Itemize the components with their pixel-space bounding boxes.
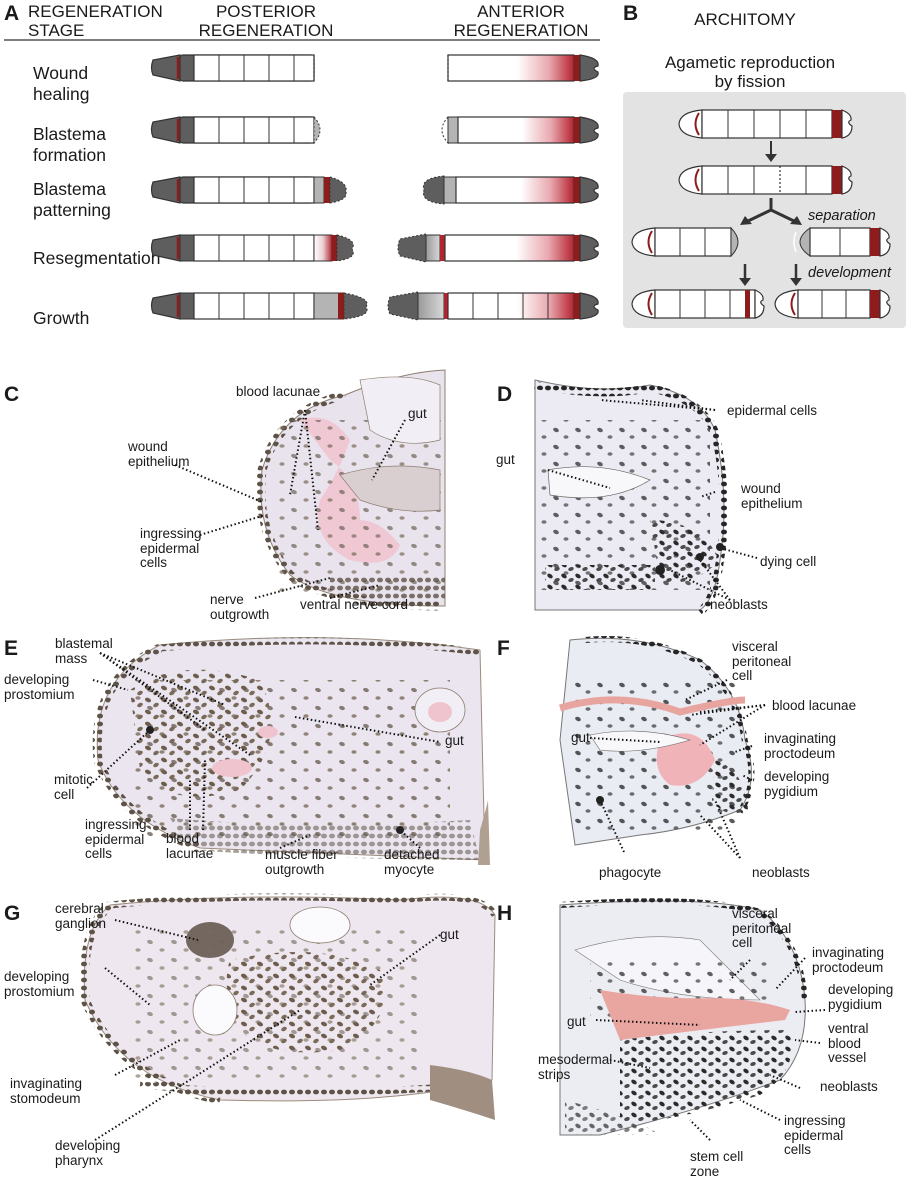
panel-g-letter: G <box>4 902 21 925</box>
architomy-title: ARCHITOMY <box>694 10 796 29</box>
architomy-worm-3b <box>793 227 891 257</box>
separation-label: separation <box>808 208 876 224</box>
f-blood-lacunae-label: blood lacunae <box>772 698 857 713</box>
architomy-worm-4a <box>631 289 765 319</box>
posterior-blastema-patterning-worm <box>150 176 347 204</box>
header-posterior-regeneration: POSTERIOR REGENERATION <box>198 2 334 40</box>
d-wound-epithelium-label: wound epithelium <box>741 481 803 511</box>
h-visceral-peritoneal-cell-label: visceral peritoneal cell <box>732 906 792 950</box>
e-blood-lacunae-label: blood lacunae <box>166 831 214 861</box>
g-cerebral-ganglion-label: cerebral ganglion <box>55 901 107 931</box>
c-wound-epithelium-label: wound epithelium <box>128 439 190 469</box>
cell-markers <box>146 543 724 834</box>
posterior-growth-worm <box>150 292 368 320</box>
leader-lines <box>86 399 826 1141</box>
d-dying-cell-label: dying cell <box>760 554 817 569</box>
g-invaginating-stomodeum-label: invaginating stomodeum <box>10 1076 83 1106</box>
h-invaginating-proctodeum-label: invaginating proctodeum <box>812 945 885 975</box>
c-ingressing-epidermal-cells-label: ingressing epidermal cells <box>140 526 202 570</box>
c-blood-lacunae-label: blood lacunae <box>236 384 321 399</box>
header-regeneration-stage: REGENERATION STAGE <box>28 2 163 40</box>
e-gut-label: gut <box>445 733 464 748</box>
panel-d-section <box>534 379 728 616</box>
panel-h-letter: H <box>497 902 513 925</box>
f-invaginating-proctodeum-label: invaginating proctodeum <box>764 731 837 761</box>
f-phagocyte-label: phagocyte <box>599 865 662 880</box>
h-ventral-blood-vessel-label: ventral blood vessel <box>828 1021 869 1065</box>
stage-wound-healing: Wound healing <box>33 63 90 104</box>
panel-h-section <box>559 898 808 1136</box>
posterior-blastema-formation-worm <box>150 115 321 145</box>
posterior-resegmentation-worm <box>150 234 354 262</box>
f-visceral-peritoneal-cell-label: visceral peritoneal cell <box>732 639 792 683</box>
anterior-wound-healing-worm <box>447 54 599 82</box>
h-neoblasts-label: neoblasts <box>820 1079 878 1094</box>
e-muscle-fiber-outgrowth-label: muscle fiber outgrowth <box>265 847 338 877</box>
e-ingressing-epidermal-cells-label: ingressing epidermal cells <box>85 817 147 861</box>
panel-c-section <box>256 369 446 611</box>
architomy-worm-3a <box>631 226 739 258</box>
anterior-growth-worm <box>387 291 599 321</box>
f-gut-label: gut <box>571 730 590 745</box>
development-label: development <box>808 265 892 281</box>
architomy-box <box>623 92 906 328</box>
e-detached-myocyte-label: detached myocyte <box>384 847 440 877</box>
d-gut-label: gut <box>496 452 515 467</box>
stage-resegmentation: Resegmentation <box>33 248 161 268</box>
architomy-worm-2 <box>678 165 853 195</box>
anterior-resegmentation-worm <box>397 233 599 263</box>
panel-g-section <box>79 893 498 1120</box>
h-gut-label: gut <box>567 1014 586 1029</box>
h-developing-pygidium-label: developing pygidium <box>828 982 894 1012</box>
posterior-wound-healing-worm <box>150 54 315 82</box>
panel-a-letter: A <box>4 2 20 25</box>
e-developing-prostomium-label: developing prostomium <box>4 672 75 702</box>
d-neoblasts-label: neoblasts <box>710 597 768 612</box>
anterior-blastema-formation-worm <box>441 115 599 145</box>
stage-growth: Growth <box>33 308 90 328</box>
g-gut-label: gut <box>440 927 459 942</box>
stage-blastema-patterning: Blastema patterning <box>33 179 111 220</box>
panel-c-letter: C <box>4 383 20 406</box>
panel-b-letter: B <box>623 2 639 25</box>
c-ventral-nerve-cord-label: ventral nerve cord <box>300 597 409 612</box>
panel-e-section <box>92 637 490 865</box>
c-nerve-outgrowth-label: nerve outgrowth <box>210 592 270 622</box>
architomy-subtitle: Agametic reproduction by fission <box>664 53 836 91</box>
h-mesodermal-strips-label: mesodermal strips <box>538 1052 613 1082</box>
g-developing-pharynx-label: developing pharynx <box>55 1138 121 1168</box>
f-neoblasts-label: neoblasts <box>752 865 810 880</box>
panel-f-letter: F <box>497 637 510 660</box>
e-mitotic-cell-label: mitotic cell <box>54 772 94 802</box>
f-developing-pygidium-label: developing pygidium <box>764 769 830 799</box>
panel-e-letter: E <box>4 637 19 660</box>
anterior-blastema-patterning-worm <box>422 175 599 205</box>
c-gut-label: gut <box>408 406 427 421</box>
d-epidermal-cells-label: epidermal cells <box>727 403 818 418</box>
panel-d-letter: D <box>497 383 513 406</box>
g-developing-prostomium-label: developing prostomium <box>4 969 75 999</box>
header-anterior-regeneration: ANTERIOR REGENERATION <box>453 2 589 40</box>
stage-blastema-formation: Blastema formation <box>33 124 106 165</box>
e-blastemal-mass-label: blastemal mass <box>55 636 113 666</box>
panel-f-section <box>558 635 755 846</box>
h-stem-cell-zone-label: stem cell zone <box>690 1149 744 1179</box>
architomy-worm-4b <box>774 289 891 319</box>
architomy-worm-1 <box>678 109 853 139</box>
h-ingressing-epidermal-cells-label: ingressing epidermal cells <box>784 1113 846 1157</box>
